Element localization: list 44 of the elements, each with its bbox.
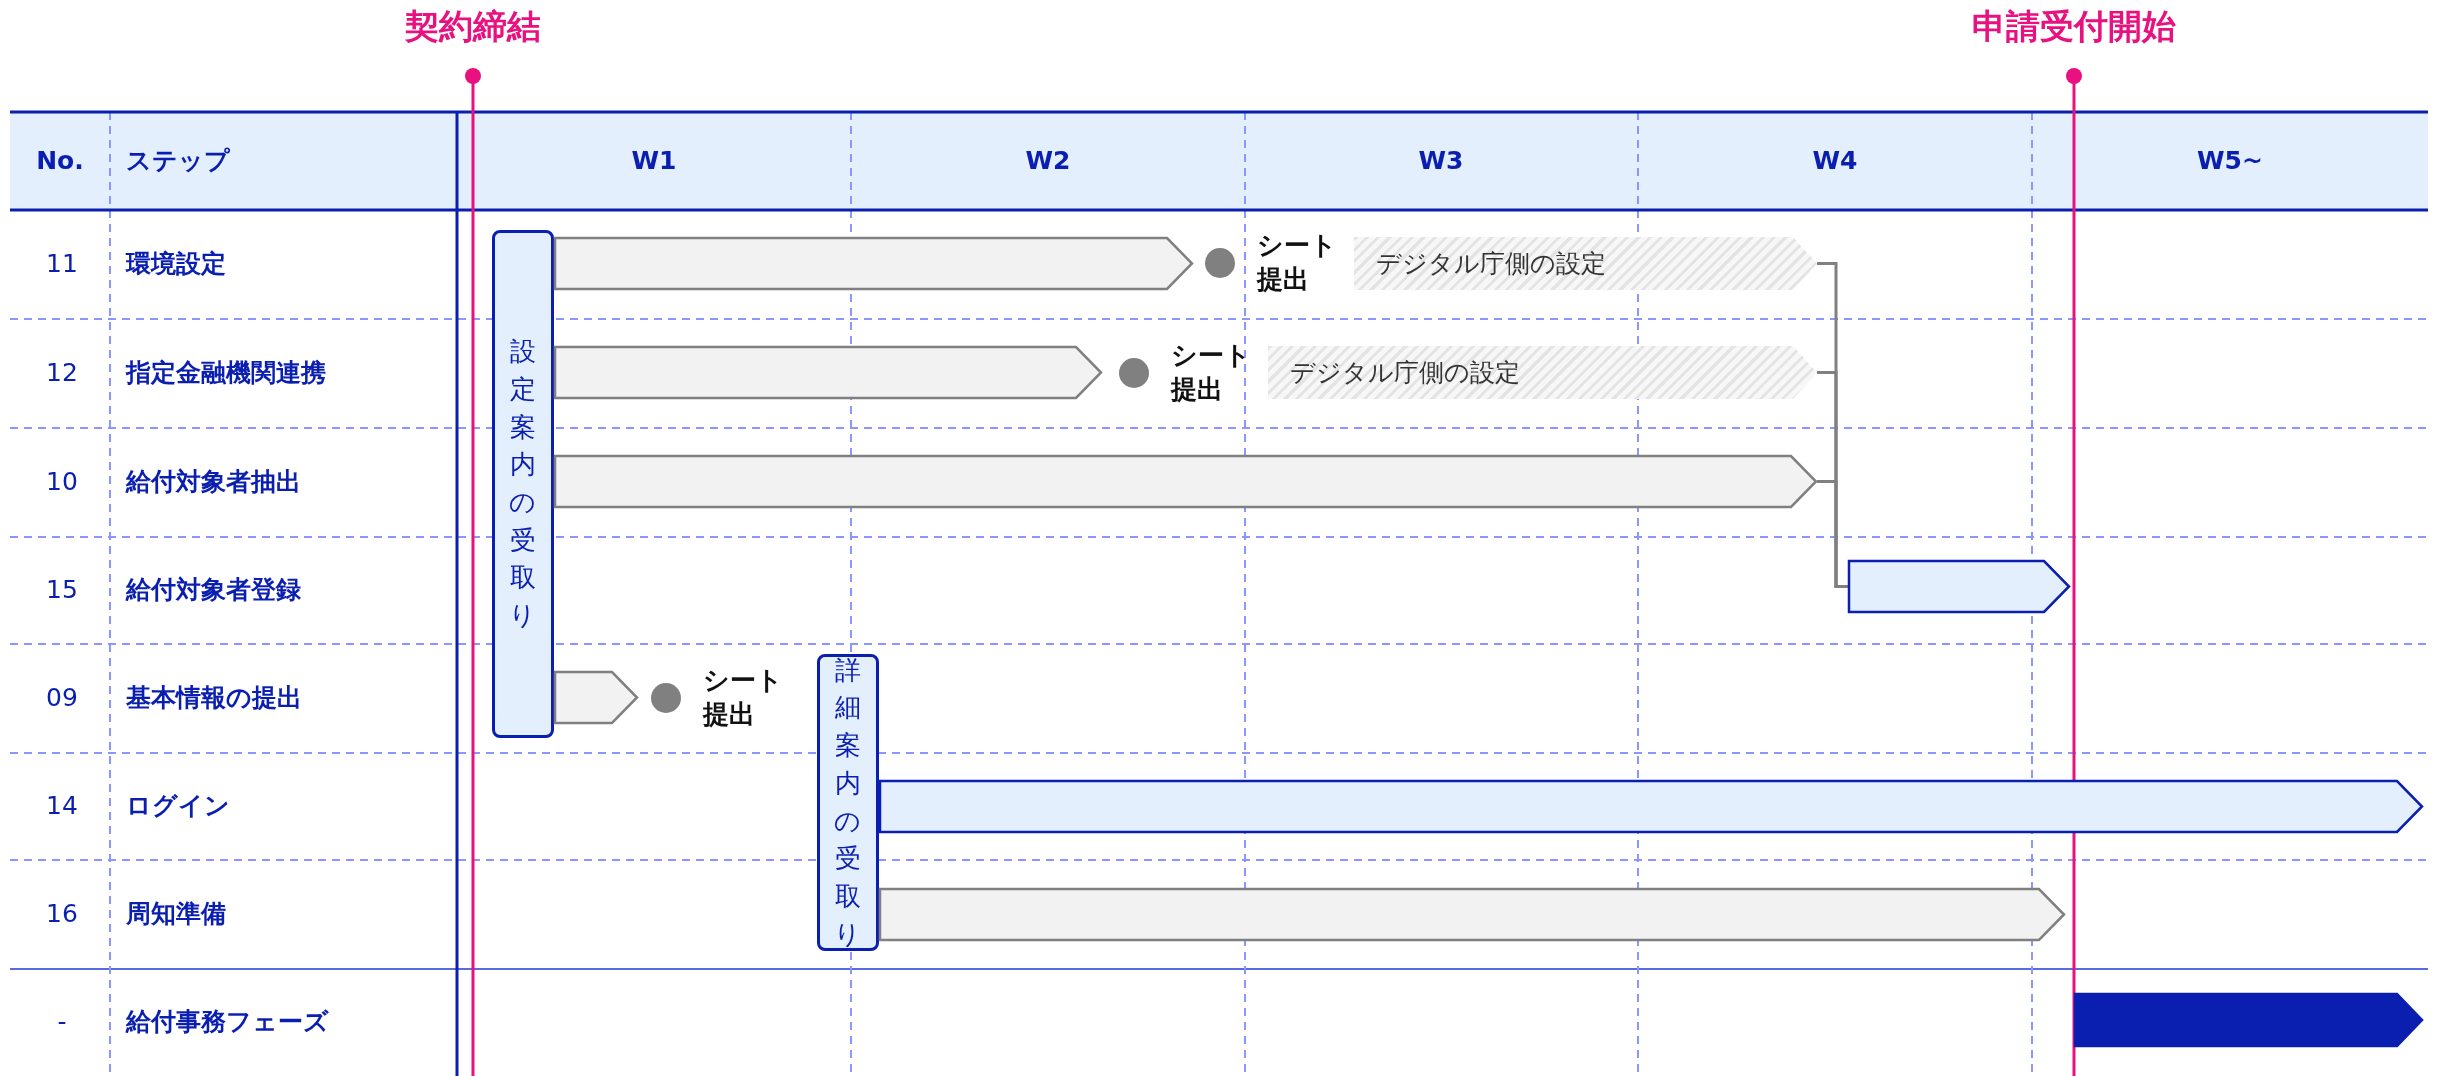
milestone-title: 申請受付開始 <box>1972 5 2176 47</box>
step-number: 12 <box>46 358 78 388</box>
step-number: 10 <box>46 467 78 497</box>
task-bar <box>879 780 2423 833</box>
task-bar <box>554 455 1817 508</box>
column-header: W3 <box>1418 146 1464 176</box>
column-header: ステップ <box>126 146 230 176</box>
column-header: W4 <box>1812 146 1858 176</box>
milestone-dot <box>651 683 681 713</box>
step-name: 給付対象者抽出 <box>126 467 301 497</box>
phase-box: 設定案内の受取り <box>492 230 554 738</box>
milestone-title: 契約締結 <box>405 5 541 47</box>
step-number: 14 <box>46 791 78 821</box>
step-name: 環境設定 <box>126 249 226 279</box>
column-header: W2 <box>1025 146 1071 176</box>
step-name: 給付事務フェーズ <box>126 1007 329 1037</box>
milestone-dot <box>1119 358 1149 388</box>
step-name: 基本情報の提出 <box>126 683 302 713</box>
step-number: 16 <box>46 899 78 929</box>
column-header: W5~ <box>2197 146 2263 176</box>
task-bar <box>2074 993 2423 1047</box>
task-bar <box>554 671 638 724</box>
task-bar <box>1848 560 2070 613</box>
step-number: - <box>57 1007 67 1037</box>
milestone-label: シート提出 <box>703 664 784 731</box>
step-name: ログイン <box>126 791 230 821</box>
task-bar <box>879 888 2065 941</box>
milestone-dot <box>1205 248 1235 278</box>
step-name: 指定金融機関連携 <box>126 358 326 388</box>
step-number: 15 <box>46 575 78 605</box>
step-name: 給付対象者登録 <box>126 575 301 605</box>
milestone-label: シート提出 <box>1171 339 1252 406</box>
step-number: 09 <box>46 683 78 713</box>
connector-line <box>1817 480 1848 588</box>
step-number: 11 <box>46 249 78 279</box>
phase-box: 詳細案内の受取り <box>817 654 879 951</box>
column-header: W1 <box>631 146 677 176</box>
step-name: 周知準備 <box>126 899 226 929</box>
hatched-task-bar: デジタル庁側の設定 <box>1354 237 1817 290</box>
task-bar <box>554 346 1102 399</box>
milestone-label: シート提出 <box>1257 229 1338 296</box>
column-header: No. <box>36 146 84 176</box>
hatched-task-bar: デジタル庁側の設定 <box>1268 346 1817 399</box>
task-bar <box>554 237 1193 290</box>
